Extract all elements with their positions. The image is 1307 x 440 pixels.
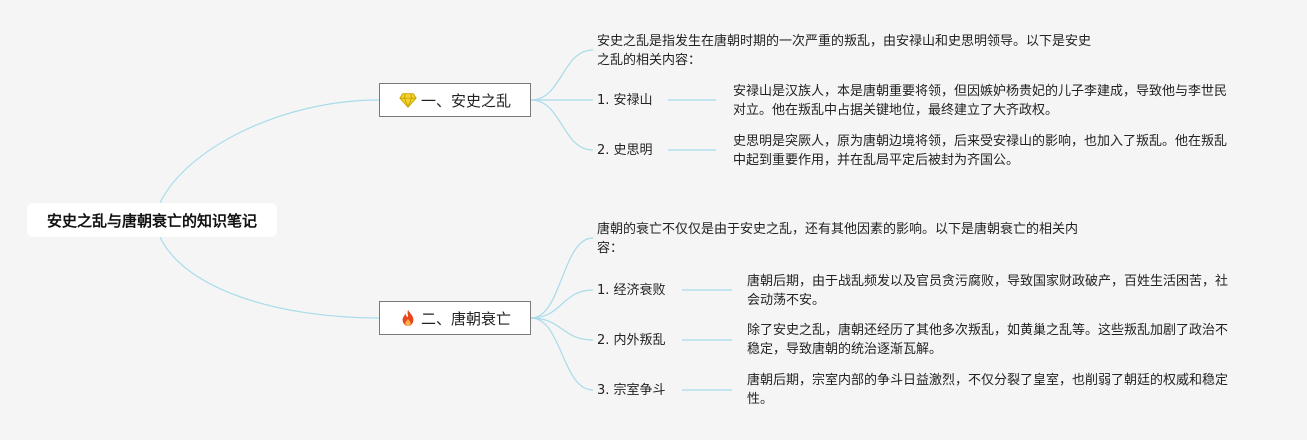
topic-economic-decline[interactable]: 1. 经济衰败 [597,283,666,298]
branch-title: 二、唐朝衰亡 [420,309,511,328]
topic-shi-siming-desc: 史思明是突厥人，原为唐朝边境将领，后来受安禄山的影响，也加入了叛乱。他在叛乱中起… [733,134,1228,168]
link-branch2-item1 [530,289,594,319]
branch1-intro-text: 安史之乱是指发生在唐朝时期的一次严重的叛乱，由安禄山和史思明领导。以下是安史之乱… [597,34,1092,68]
link-root-branch2 [159,236,380,319]
root-node[interactable]: 安史之乱与唐朝衰亡的知识笔记 [27,203,277,237]
gem-icon [399,93,417,109]
branch2-intro-text: 唐朝的衰亡不仅仅是由于安史之乱，还有其他因素的影响。以下是唐朝衰亡的相关内容： [597,222,1079,256]
topic-an-lushan-desc: 安禄山是汉族人，本是唐朝重要将领，但因嫉妒杨贵妃的儿子李建成，导致他与李世民对立… [733,84,1228,118]
topic-clan-conflict-desc: 唐朝后期，宗室内部的争斗日益激烈，不仅分裂了皇室，也削弱了朝廷的权威和稳定性。 [747,373,1229,407]
root-title: 安史之乱与唐朝衰亡的知识笔记 [46,211,257,230]
topic-rebellions[interactable]: 2. 内外叛乱 [597,333,666,348]
branch-node-an-shi-rebellion[interactable]: 一、安史之乱 [379,83,531,117]
topic-shi-siming[interactable]: 2. 史思明 [597,143,653,158]
link-branch1-intro [530,49,594,101]
link-branch1-item2 [530,99,594,151]
topic-economic-decline-desc: 唐朝后期，由于战乱频发以及官员贪污腐败，导致国家财政破产，百姓生活困苦，社会动荡… [747,274,1229,308]
link-root-branch1 [159,99,380,204]
topic-clan-conflict[interactable]: 3. 宗室争斗 [597,383,666,398]
link-branch2-item2 [530,317,594,341]
branch-node-tang-decline[interactable]: 二、唐朝衰亡 [379,301,531,335]
link-branch2-intro [530,237,594,319]
branch-title: 一、安史之乱 [420,91,511,110]
topic-an-lushan[interactable]: 1. 安禄山 [597,93,653,108]
fire-icon [402,309,414,327]
link-branch2-item3 [530,317,594,391]
topic-rebellions-desc: 除了安史之乱，唐朝还经历了其他多次叛乱，如黄巢之乱等。这些叛乱加剧了政治不稳定，… [747,323,1229,357]
